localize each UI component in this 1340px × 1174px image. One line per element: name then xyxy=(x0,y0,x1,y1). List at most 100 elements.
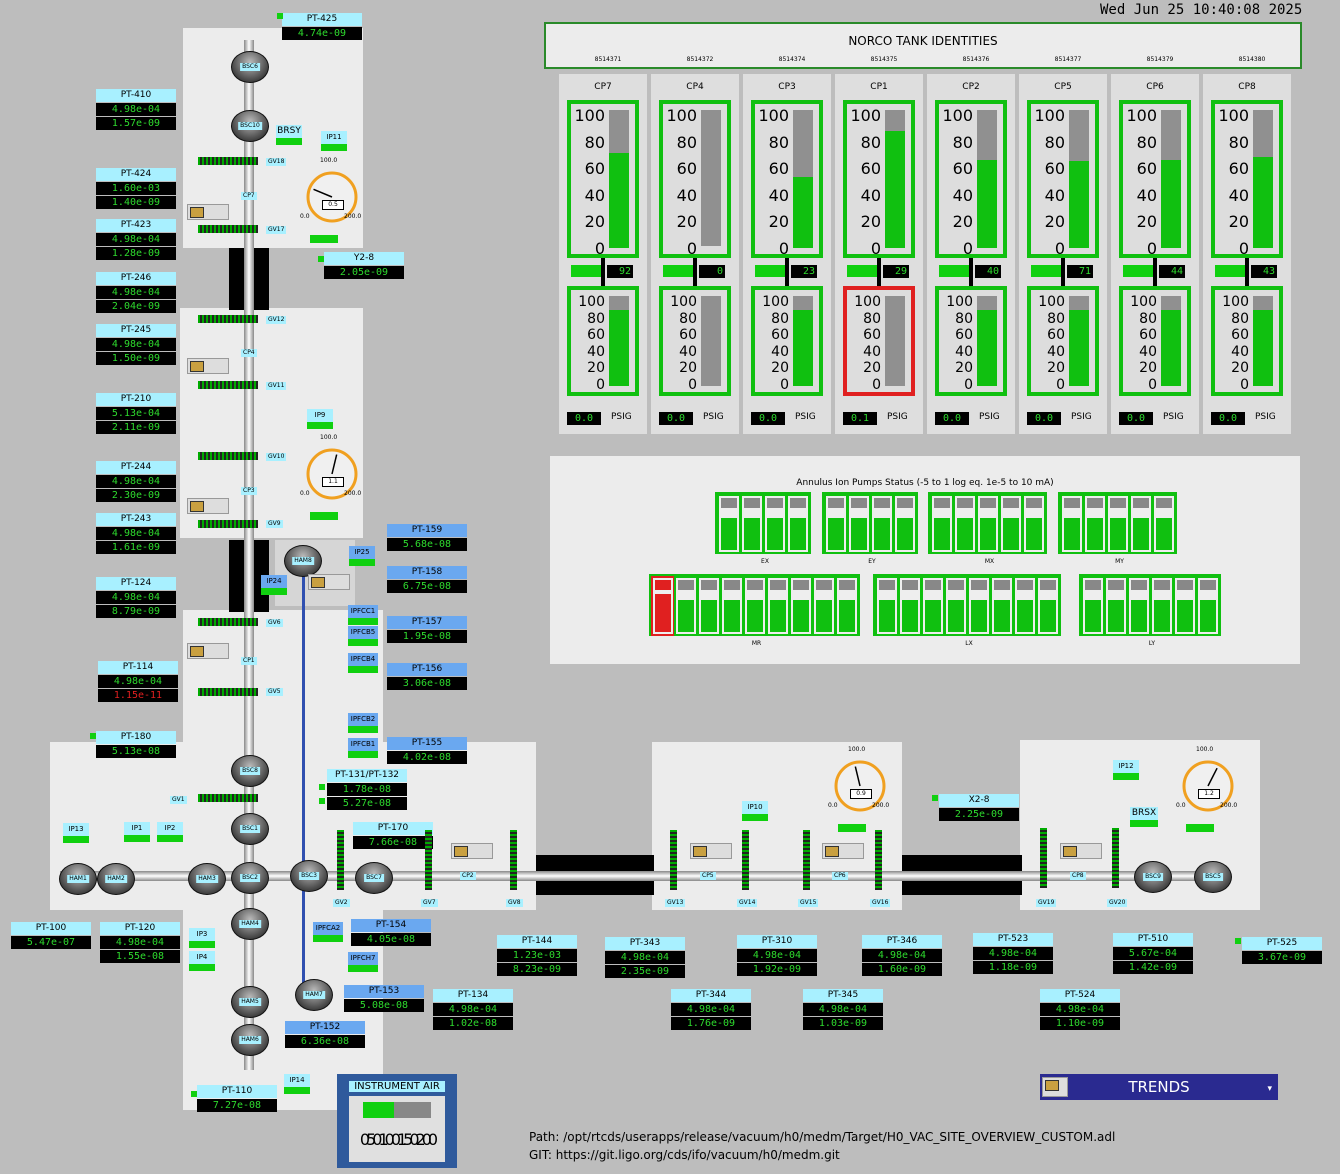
ion-pump-bar[interactable] xyxy=(921,576,945,636)
valve-gv1[interactable] xyxy=(198,794,258,802)
pt-label[interactable]: PT-152 xyxy=(285,1021,365,1034)
chamber-bsc3[interactable]: BSC3 xyxy=(290,860,328,892)
ion-pump-bar[interactable] xyxy=(651,576,675,636)
valve-gv19[interactable] xyxy=(1040,828,1047,888)
pt-label[interactable]: PT-424 xyxy=(96,168,176,181)
ion-pump-bar[interactable] xyxy=(697,576,721,636)
folder-icon[interactable] xyxy=(451,843,493,859)
folder-icon[interactable] xyxy=(187,498,229,514)
valve-gv11[interactable] xyxy=(198,381,258,389)
pt-label[interactable]: PT-157 xyxy=(387,616,467,629)
pt-label[interactable]: X2-8 xyxy=(939,794,1019,807)
valve-gv13[interactable] xyxy=(670,830,677,890)
brsx-label[interactable]: BRSX xyxy=(1130,807,1158,820)
valve-gv12[interactable] xyxy=(198,315,258,323)
ion-pump-label[interactable]: IPFCC1 xyxy=(348,605,378,618)
chamber-bsc8[interactable]: BSC8 xyxy=(231,755,269,787)
folder-icon[interactable] xyxy=(1060,843,1102,859)
chamber-bsc6[interactable]: BSC6 xyxy=(231,51,269,83)
valve-gv16[interactable] xyxy=(875,830,882,890)
cryopump-label[interactable]: CP2 xyxy=(460,872,476,880)
cryopump-label[interactable]: CP1 xyxy=(241,657,257,665)
pt-label[interactable]: PT-153 xyxy=(344,985,424,998)
valve-gv15[interactable] xyxy=(803,830,810,890)
ion-pump-bar[interactable] xyxy=(1083,494,1107,554)
ion-pump-label[interactable]: IP25 xyxy=(349,546,375,559)
folder-icon[interactable] xyxy=(308,574,350,590)
cryopump-label[interactable]: CP6 xyxy=(832,872,848,880)
pt-label[interactable]: PT-170 xyxy=(353,822,433,835)
chamber-bsc1[interactable]: BSC1 xyxy=(231,813,269,845)
ion-pump-bar[interactable] xyxy=(1173,576,1197,636)
ion-pump-bar[interactable] xyxy=(1060,494,1084,554)
folder-icon[interactable] xyxy=(187,643,229,659)
chamber-ham5[interactable]: HAM5 xyxy=(231,986,269,1018)
ion-pump-label[interactable]: IPFCB4 xyxy=(348,653,378,666)
pt-label[interactable]: PT-134 xyxy=(433,989,513,1002)
ion-pump-label[interactable]: IP3 xyxy=(189,928,215,941)
pt-label[interactable]: PT-345 xyxy=(803,989,883,1002)
ion-pump-label[interactable]: IP11 xyxy=(321,131,347,144)
ion-pump-bar[interactable] xyxy=(1152,494,1176,554)
pt-label[interactable]: PT-344 xyxy=(671,989,751,1002)
pt-label[interactable]: PT-310 xyxy=(737,935,817,948)
ion-pump-bar[interactable] xyxy=(944,576,968,636)
ion-pump-label[interactable]: IP13 xyxy=(63,823,89,836)
pt-label[interactable]: PT-523 xyxy=(973,933,1053,946)
folder-icon[interactable] xyxy=(187,358,229,374)
ion-pump-label[interactable]: IPFCB2 xyxy=(348,713,378,726)
valve-gv5[interactable] xyxy=(198,688,258,696)
ion-pump-bar[interactable] xyxy=(1081,576,1105,636)
ion-pump-bar[interactable] xyxy=(740,494,764,554)
brsy-label[interactable]: BRSY xyxy=(276,125,302,138)
folder-icon[interactable] xyxy=(822,843,864,859)
pt-label[interactable]: PT-243 xyxy=(96,513,176,526)
chamber-ham4[interactable]: HAM4 xyxy=(231,908,269,940)
cryopump-label[interactable]: CP5 xyxy=(700,872,716,880)
cryopump-label[interactable]: CP3 xyxy=(241,487,257,495)
ion-pump-label[interactable]: IPFCB5 xyxy=(348,626,378,639)
chamber-bsc10[interactable]: BSC10 xyxy=(231,110,269,142)
ion-pump-label[interactable]: IP12 xyxy=(1113,760,1139,773)
ion-pump-bar[interactable] xyxy=(847,494,871,554)
chamber-ham6[interactable]: HAM6 xyxy=(231,1024,269,1056)
ion-pump-bar[interactable] xyxy=(824,494,848,554)
ion-pump-bar[interactable] xyxy=(1106,494,1130,554)
chamber-ham3[interactable]: HAM3 xyxy=(188,863,226,895)
pt-label[interactable]: PT-343 xyxy=(605,937,685,950)
cryopump-label[interactable]: CP7 xyxy=(241,192,257,200)
pt-label[interactable]: PT-245 xyxy=(96,324,176,337)
pt-label[interactable]: PT-110 xyxy=(197,1085,277,1098)
valve-gv14[interactable] xyxy=(742,830,749,890)
ion-pump-bar[interactable] xyxy=(1022,494,1046,554)
valve-gv2[interactable] xyxy=(337,830,344,890)
ion-pump-label[interactable]: IP24 xyxy=(261,575,287,588)
folder-icon[interactable] xyxy=(187,204,229,220)
valve-gv8[interactable] xyxy=(510,830,517,890)
ion-pump-bar[interactable] xyxy=(766,576,790,636)
ion-pump-label[interactable]: IP10 xyxy=(742,801,768,814)
pt-label[interactable]: PT-114 xyxy=(98,661,178,674)
ion-pump-bar[interactable] xyxy=(898,576,922,636)
valve-gv17[interactable] xyxy=(198,225,258,233)
pt-label[interactable]: PT-124 xyxy=(96,577,176,590)
pt-label[interactable]: PT-120 xyxy=(100,922,180,935)
pt-label[interactable]: PT-524 xyxy=(1040,989,1120,1002)
chamber-bsc7[interactable]: BSC7 xyxy=(355,862,393,894)
valve-gv10[interactable] xyxy=(198,452,258,460)
ion-pump-bar[interactable] xyxy=(1129,494,1153,554)
pt-label[interactable]: Y2-8 xyxy=(324,252,404,265)
pt-label[interactable]: PT-131/PT-132 xyxy=(327,769,407,782)
pt-label[interactable]: PT-346 xyxy=(862,935,942,948)
cryopump-label[interactable]: CP4 xyxy=(241,349,257,357)
pt-label[interactable]: PT-154 xyxy=(351,919,431,932)
ion-pump-bar[interactable] xyxy=(674,576,698,636)
pt-label[interactable]: PT-244 xyxy=(96,461,176,474)
ion-pump-bar[interactable] xyxy=(990,576,1014,636)
valve-gv20[interactable] xyxy=(1112,828,1119,888)
chamber-bsc5[interactable]: BSC5 xyxy=(1194,861,1232,893)
chamber-bsc2[interactable]: BSC2 xyxy=(231,862,269,894)
cryopump-label[interactable]: CP8 xyxy=(1070,872,1086,880)
ion-pump-label[interactable]: IPFCA2 xyxy=(313,922,343,935)
ion-pump-bar[interactable] xyxy=(789,576,813,636)
